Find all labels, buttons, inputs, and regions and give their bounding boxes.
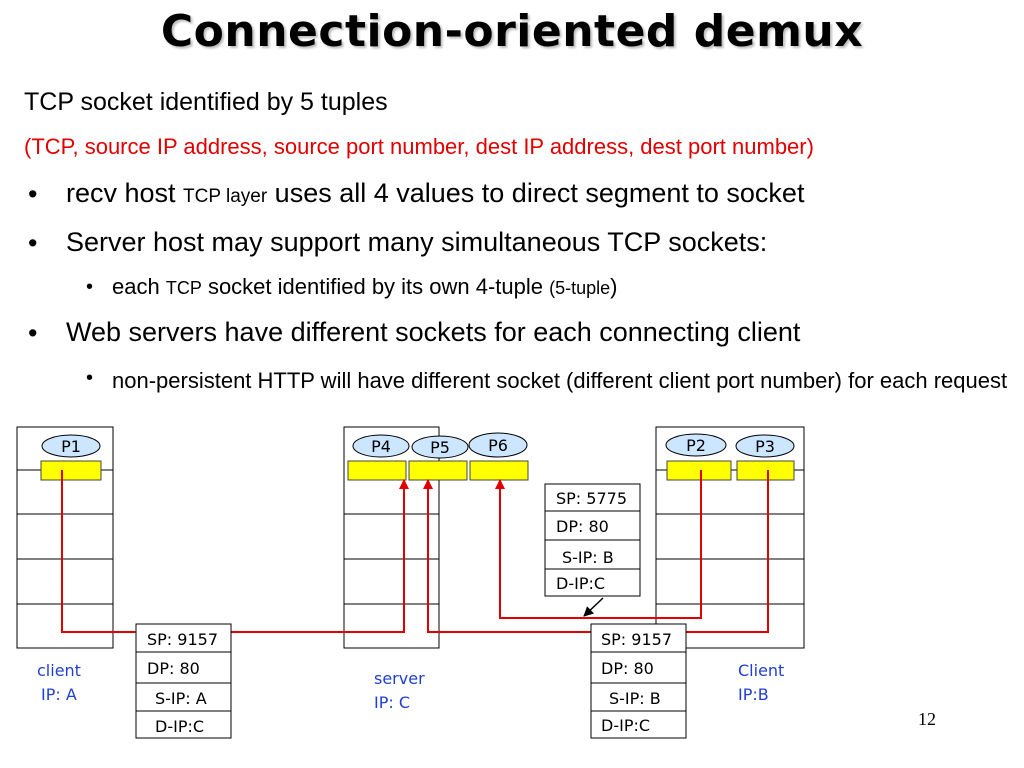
process-label-p1: P1 bbox=[61, 437, 81, 456]
path-client-a-to-p4 bbox=[61, 470, 409, 633]
seg-b1-sip: S-IP: B bbox=[562, 548, 614, 567]
process-p5 bbox=[411, 435, 469, 459]
intro-line: TCP socket identified by 5 tuples bbox=[24, 88, 388, 116]
pointer-arrow bbox=[583, 597, 604, 617]
segment-client-b-bottom bbox=[590, 623, 687, 739]
process-label-p2: P2 bbox=[686, 436, 706, 455]
bullet-server-host: Server host may support many simultaneou… bbox=[66, 227, 768, 257]
sub-bullet-non-persistent: non-persistent HTTP will have different … bbox=[112, 368, 1008, 393]
seg-b1-dp: DP: 80 bbox=[556, 517, 609, 536]
seg-b1-sp: SP: 5775 bbox=[556, 489, 627, 508]
seg-b1-dip: D-IP:C bbox=[556, 574, 605, 593]
seg-a-dip: D-IP:C bbox=[155, 717, 204, 736]
process-p1 bbox=[41, 434, 101, 458]
server-label: server bbox=[374, 669, 425, 688]
socket-p5 bbox=[408, 460, 468, 481]
process-p4 bbox=[352, 434, 410, 458]
bullet-icon: • bbox=[28, 318, 38, 348]
seg-b2-sp: SP: 9157 bbox=[601, 630, 672, 649]
process-p3 bbox=[735, 434, 795, 458]
page-number: 12 bbox=[918, 709, 936, 729]
client-a-ip: IP: A bbox=[41, 685, 77, 704]
slide-title: Connection-oriented demux bbox=[160, 6, 864, 57]
bullet-icon: • bbox=[28, 179, 38, 209]
sub-bullet-icon: • bbox=[86, 276, 94, 298]
sub-bullet-tcp-socket: each TCP socket identified by its own 4-… bbox=[112, 274, 618, 299]
client-b-ip: IP:B bbox=[738, 685, 769, 704]
client-b-label: Client bbox=[738, 661, 784, 680]
five-tuple-line: (TCP, source IP address, source port num… bbox=[24, 134, 814, 159]
bullet-icon: • bbox=[28, 228, 38, 258]
server-ip: IP: C bbox=[374, 693, 410, 712]
process-p2 bbox=[665, 433, 727, 457]
host-stack-client-b bbox=[655, 426, 805, 649]
process-label-p5: P5 bbox=[430, 438, 450, 457]
process-label-p4: P4 bbox=[371, 437, 391, 456]
host-stack-client-a bbox=[16, 426, 114, 649]
socket-p2 bbox=[666, 460, 732, 481]
process-label-p3: P3 bbox=[755, 437, 775, 456]
path-client-b-p2-to-p6 bbox=[495, 470, 702, 619]
socket-p3 bbox=[736, 460, 795, 481]
seg-b2-sip: S-IP: B bbox=[609, 689, 661, 708]
bullet-recv-host: recv host TCP layer uses all 4 values to… bbox=[66, 178, 805, 208]
segment-client-b-top bbox=[544, 483, 641, 597]
client-a-label: client bbox=[37, 661, 81, 680]
socket-p4 bbox=[347, 460, 407, 481]
process-label-p6: P6 bbox=[488, 436, 508, 455]
seg-b2-dp: DP: 80 bbox=[601, 659, 654, 678]
sub-bullet-icon: • bbox=[86, 367, 94, 389]
socket-p1 bbox=[40, 460, 102, 481]
host-stack-server bbox=[343, 426, 440, 649]
bullet-web-servers: Web servers have different sockets for e… bbox=[66, 317, 801, 347]
process-p6 bbox=[468, 432, 528, 458]
seg-a-sp: SP: 9157 bbox=[147, 630, 218, 649]
seg-a-dp: DP: 80 bbox=[147, 659, 200, 678]
segment-client-a bbox=[135, 623, 232, 739]
seg-b2-dip: D-IP:C bbox=[601, 716, 650, 735]
seg-a-sip: S-IP: A bbox=[155, 689, 207, 708]
socket-p6 bbox=[469, 460, 529, 481]
